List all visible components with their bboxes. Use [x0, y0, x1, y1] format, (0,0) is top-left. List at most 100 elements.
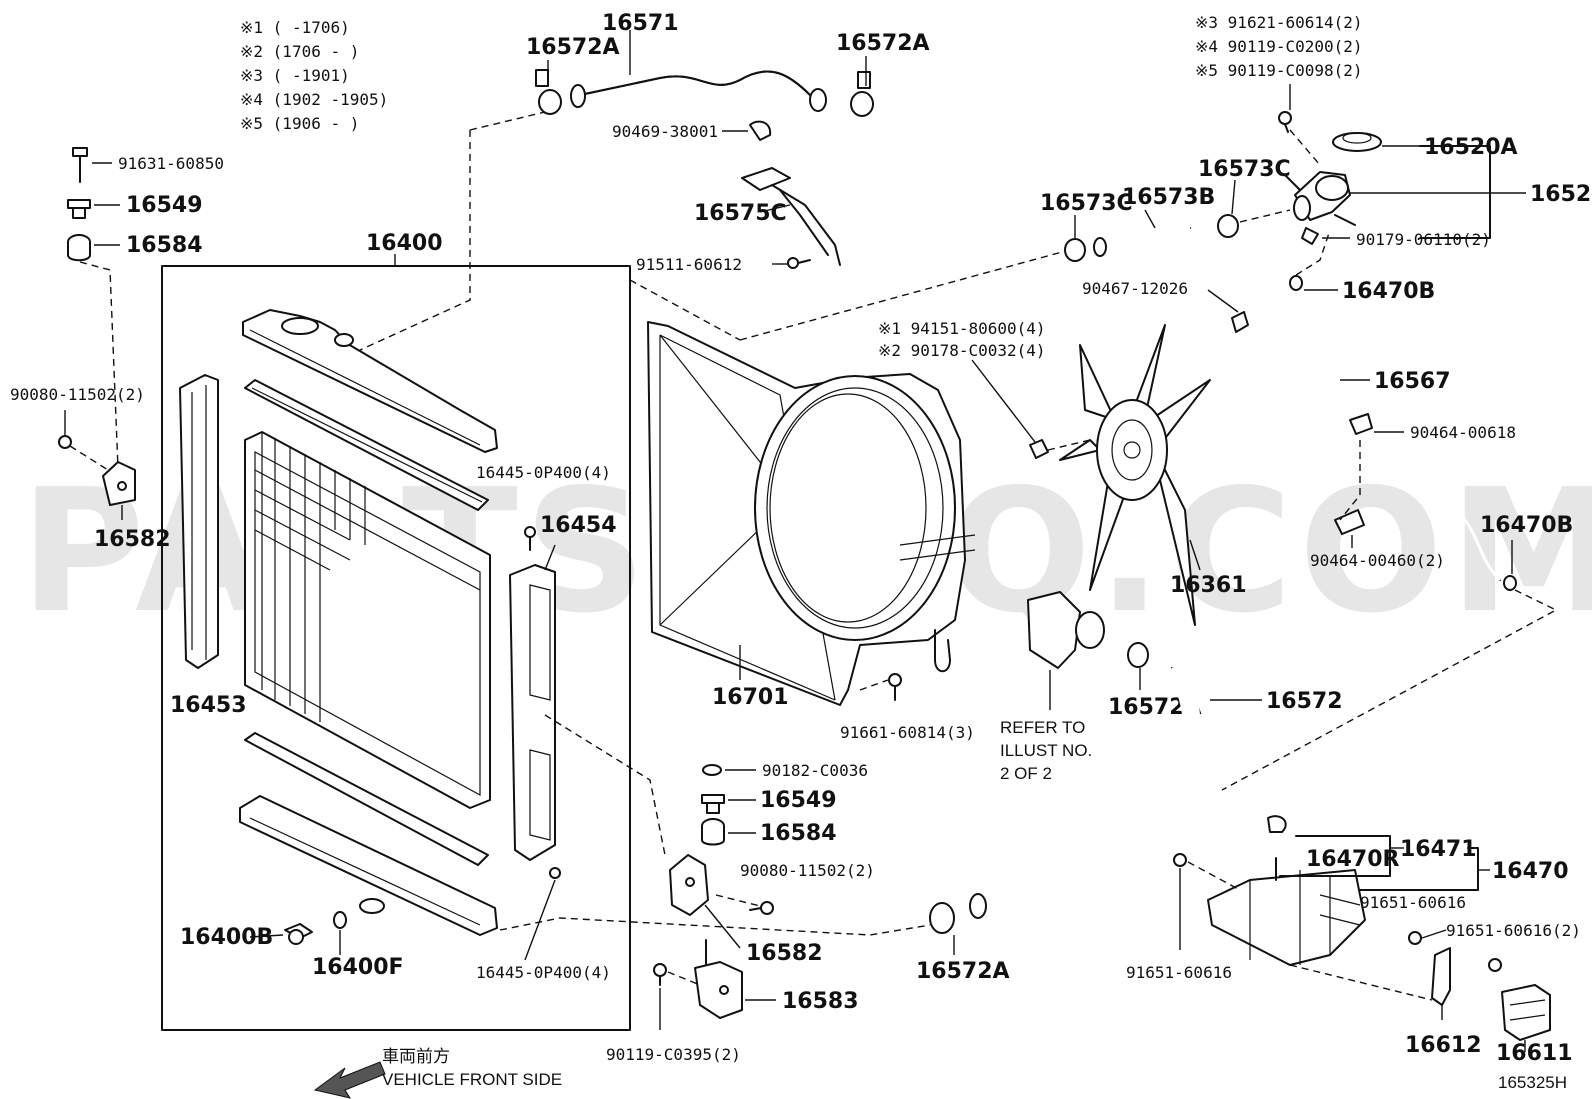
clamp-16572A-left — [535, 69, 562, 115]
side-plate-left — [179, 374, 219, 669]
part-90467[interactable]: 90467-12026 — [1082, 279, 1188, 298]
part-16520[interactable]: 16520 — [1530, 182, 1592, 207]
part-16582-left[interactable]: 16582 — [94, 527, 171, 552]
part-16470B-bottom[interactable]: 16470B — [1480, 513, 1573, 538]
part-16584-left[interactable]: 16584 — [126, 233, 203, 258]
clip-90467 — [1231, 311, 1249, 333]
bypass-hose — [1093, 221, 1192, 257]
part-16582-mid[interactable]: 16582 — [746, 941, 823, 966]
part-91651-lower[interactable]: 91651-60616 — [1126, 963, 1232, 982]
fan-note-2: ※2 90178-C0032(4) — [878, 341, 1046, 360]
bolt-91661 — [888, 673, 902, 701]
clamp-16572A-bottom — [929, 902, 955, 934]
part-90080-mid[interactable]: 90080-11502(2) — [740, 861, 875, 880]
part-90469[interactable]: 90469-38001 — [612, 122, 718, 141]
cushion-16584-mid — [701, 818, 725, 846]
part-16549-mid[interactable]: 16549 — [760, 788, 837, 813]
part-91661[interactable]: 91661-60814(3) — [840, 723, 975, 742]
part-90464-00460[interactable]: 90464-00460(2) — [1310, 551, 1445, 570]
part-16454[interactable]: 16454 — [540, 513, 617, 538]
bolt-91651-right — [1408, 931, 1502, 972]
part-16583[interactable]: 16583 — [782, 989, 859, 1014]
part-16445-bottom[interactable]: 16445-0P400(4) — [476, 963, 611, 982]
bracket-16582-mid — [669, 854, 709, 916]
clip-16470B-bottom — [1503, 575, 1517, 591]
part-16575C[interactable]: 16575C — [694, 201, 787, 226]
part-16567[interactable]: 16567 — [1374, 369, 1451, 394]
bracket-16582-left — [102, 461, 136, 506]
part-91651-upper[interactable]: 91651-60616 — [1360, 893, 1466, 912]
legend-notes: ※1 ( -1706) ※2 (1706 - ) ※3 ( -1901) ※4 … — [240, 18, 388, 133]
part-16400B[interactable]: 16400B — [180, 925, 273, 950]
part-16572A-2[interactable]: 16572A — [836, 31, 930, 56]
bolt-91511 — [787, 257, 811, 269]
clamp-16573C-left — [1064, 238, 1086, 262]
drain-gasket — [333, 911, 347, 929]
direction-english: VEHICLE FRONT SIDE — [382, 1070, 562, 1089]
clip-16470B-top — [1289, 275, 1303, 291]
part-90182[interactable]: 90182-C0036 — [762, 761, 868, 780]
cap-note-1: ※3 91621-60614(2) — [1195, 13, 1363, 32]
part-16453[interactable]: 16453 — [170, 693, 247, 718]
overflow-hose — [1261, 283, 1502, 582]
part-16549-left[interactable]: 16549 — [126, 193, 203, 218]
radiator-upper-tank — [242, 309, 498, 453]
radiator-assembly-frame — [161, 265, 631, 1031]
legend-note-2: ※2 (1706 - ) — [240, 42, 359, 61]
part-16572A-1[interactable]: 16572A — [526, 35, 620, 60]
screw-90179 — [1301, 227, 1319, 245]
nut-90182 — [702, 764, 722, 776]
bolt-91631 — [72, 147, 88, 183]
part-16471[interactable]: 16471 — [1400, 837, 1477, 862]
radiator-lower-tank — [239, 795, 498, 936]
part-16400F[interactable]: 16400F — [312, 955, 404, 980]
part-16470[interactable]: 16470 — [1492, 859, 1569, 884]
part-16470R[interactable]: 16470R — [1306, 847, 1400, 872]
part-90080-left[interactable]: 90080-11502(2) — [10, 385, 145, 404]
cap-16470R — [1267, 815, 1287, 833]
part-16584-mid[interactable]: 16584 — [760, 821, 837, 846]
clip-90464-00460 — [1334, 509, 1365, 535]
cushion-16549-left — [67, 199, 91, 219]
refer-note-line-2: ILLUST NO. — [1000, 741, 1092, 760]
part-91651-right[interactable]: 91651-60616(2) — [1446, 921, 1581, 940]
part-16573B[interactable]: 16573B — [1122, 185, 1215, 210]
clamp-16572A-right — [850, 71, 874, 117]
clip-90469 — [749, 120, 772, 141]
part-16572A-4[interactable]: 16572A — [916, 959, 1010, 984]
part-16611[interactable]: 16611 — [1496, 1041, 1573, 1066]
part-90179[interactable]: 90179-06110(2) — [1356, 230, 1491, 249]
part-16612[interactable]: 16612 — [1405, 1033, 1482, 1058]
part-16572[interactable]: 16572 — [1266, 689, 1343, 714]
filler-neck — [1284, 171, 1356, 226]
legend-note-1: ※1 ( -1706) — [240, 18, 350, 37]
direction-japanese: 車両前方 — [382, 1047, 450, 1066]
part-16573C-right[interactable]: 16573C — [1198, 157, 1291, 182]
part-16400[interactable]: 16400 — [366, 231, 443, 256]
cap-note-2: ※4 90119-C0200(2) — [1195, 37, 1363, 56]
part-16573C-left[interactable]: 16573C — [1040, 191, 1133, 216]
part-90464-00618[interactable]: 90464-00618 — [1410, 423, 1516, 442]
refer-note-line-3: 2 OF 2 — [1000, 764, 1052, 783]
upper-hose — [570, 70, 827, 112]
part-16520A[interactable]: 16520A — [1424, 135, 1518, 160]
legend-note-3: ※3 ( -1901) — [240, 66, 350, 85]
part-91511[interactable]: 91511-60612 — [636, 255, 742, 274]
cushion-16584-left — [67, 234, 91, 262]
radiator-core — [244, 431, 491, 809]
part-91631[interactable]: 91631-60850 — [118, 154, 224, 173]
part-16361[interactable]: 16361 — [1170, 573, 1247, 598]
part-16445-top[interactable]: 16445-0P400(4) — [476, 463, 611, 482]
part-16701[interactable]: 16701 — [712, 685, 789, 710]
part-90119-C0395[interactable]: 90119-C0395(2) — [606, 1045, 741, 1064]
part-16470B-top[interactable]: 16470B — [1342, 279, 1435, 304]
bolt-91621 — [1278, 111, 1292, 133]
bolt-90080-mid — [749, 901, 774, 915]
fan-note-1: ※1 94151-80600(4) — [878, 319, 1046, 338]
lower-gasket — [244, 732, 489, 866]
part-16571[interactable]: 16571 — [602, 11, 679, 36]
bracket-16611 — [1501, 984, 1551, 1041]
refer-note-line-1: REFER TO — [1000, 718, 1085, 737]
